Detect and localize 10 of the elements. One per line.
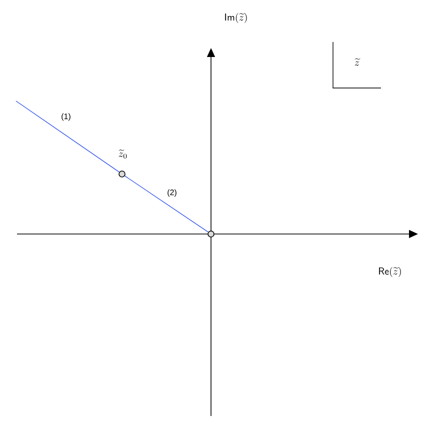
line	[124, 176, 209, 232]
edge-label: (1)	[62, 113, 70, 121]
axis-label: $\mathsf{Im}(\widetilde{z})$	[225, 12, 247, 23]
point-marker	[208, 230, 214, 238]
line	[16, 100, 120, 172]
axis-label: $\widetilde{z}$	[354, 58, 360, 66]
point-label: $\widetilde{z}_0$	[118, 150, 127, 158]
axis-label: $\mathsf{Re}(\widetilde{z})$	[379, 267, 401, 278]
edge-label: (2)	[168, 189, 176, 197]
point-marker	[118, 170, 126, 178]
